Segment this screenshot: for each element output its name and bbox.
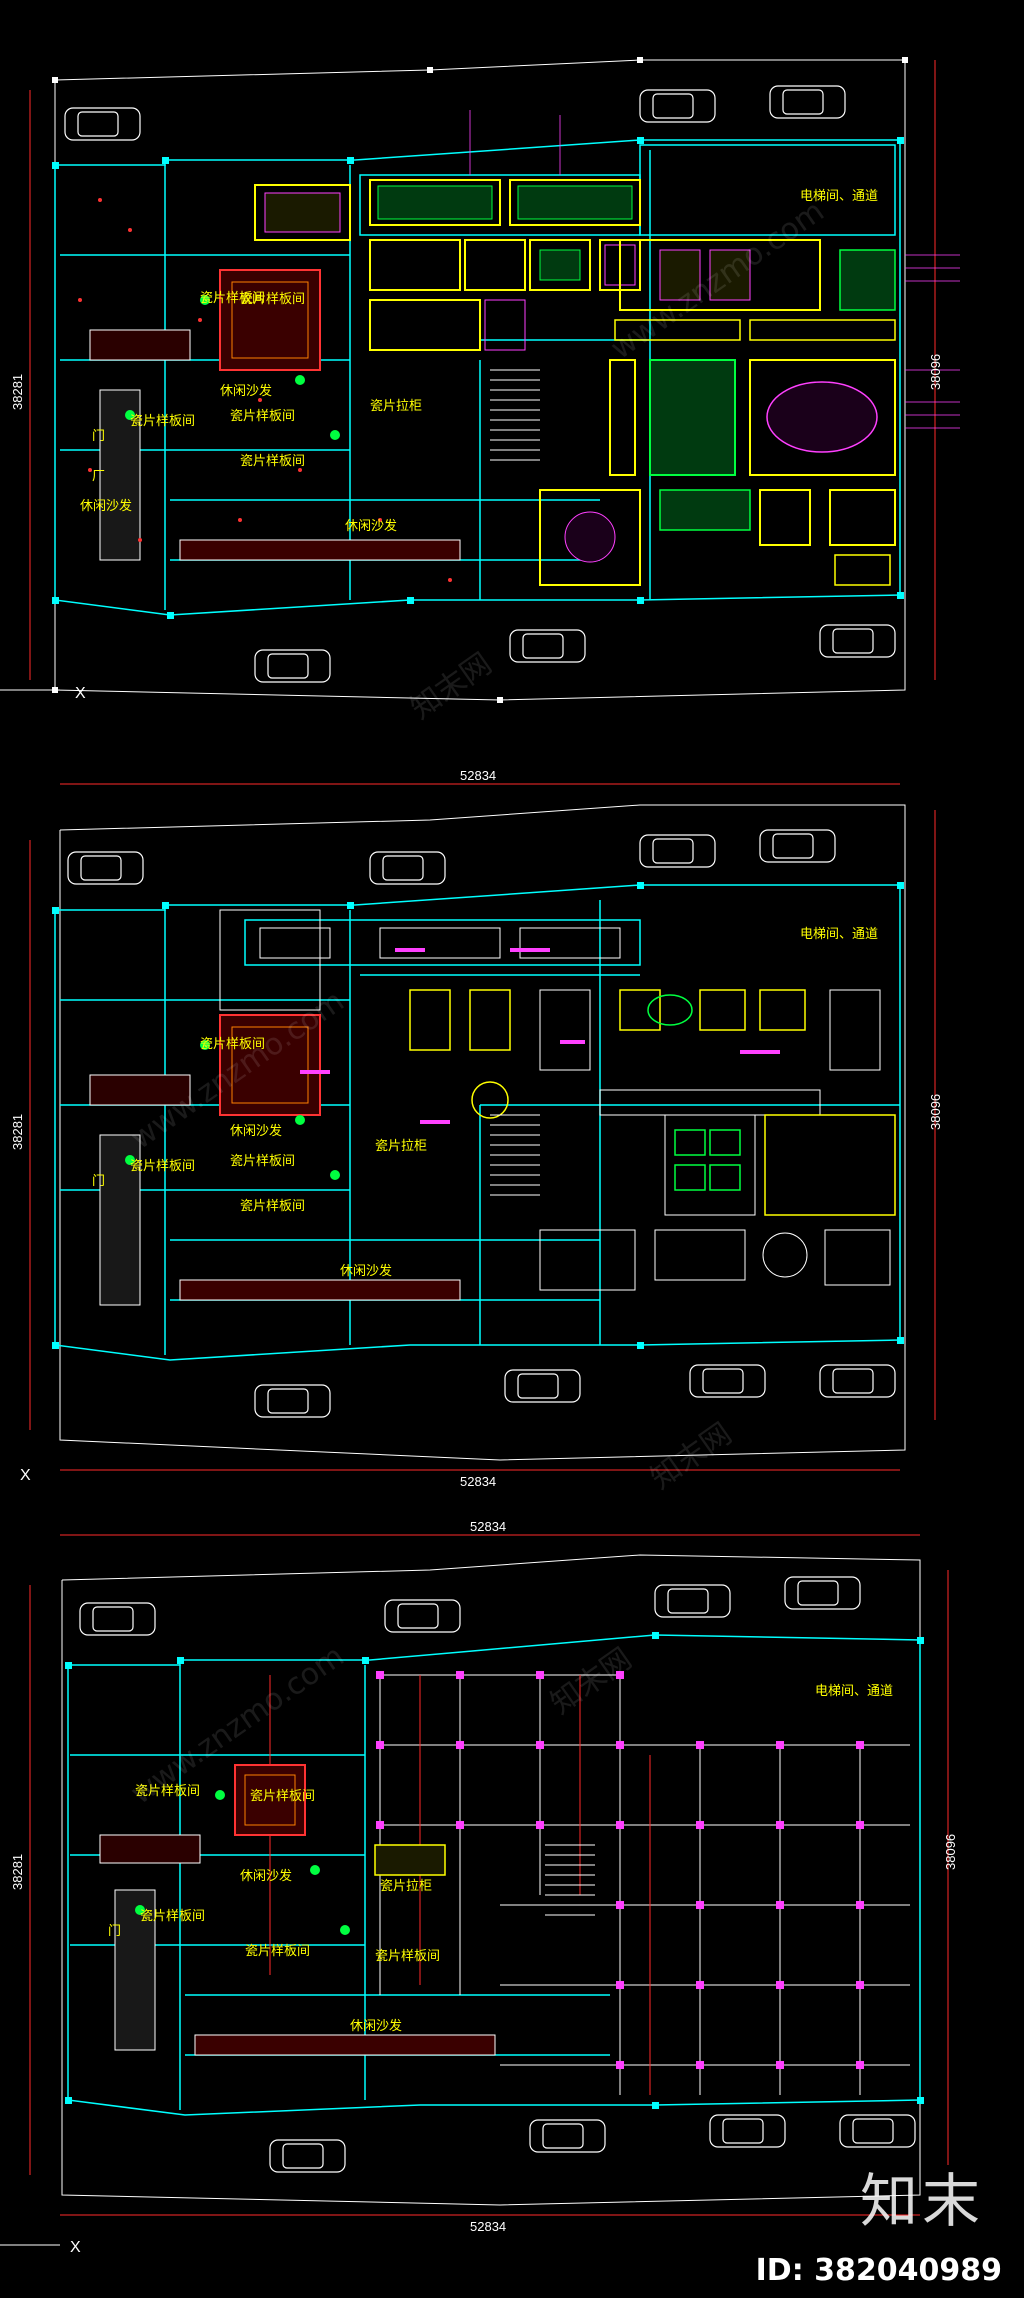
label-tile-sample-4: 瓷片样板间 bbox=[240, 1199, 305, 1214]
label-tile-sample-1: 瓷片样板间 bbox=[135, 1784, 200, 1799]
stair bbox=[545, 1844, 595, 1916]
sheet-ceiling-plan: 电梯间、通道 瓷片样板间 瓷片样板间 瓷片样板间 瓷片样板间 瓷片样板间 休闲沙… bbox=[0, 0, 1024, 760]
furniture bbox=[89, 909, 896, 1306]
label-leisure-sofa-1: 休闲沙发 bbox=[240, 1868, 292, 1884]
marker-dots bbox=[78, 198, 452, 582]
stair bbox=[490, 1114, 540, 1196]
width-dim-top: 52834 bbox=[470, 1519, 506, 1534]
label-tile-sample-2: 瓷片样板间 bbox=[130, 1159, 195, 1174]
height-dim-left: 38281 bbox=[10, 1114, 25, 1150]
height-dim-left: 38281 bbox=[10, 374, 25, 410]
height-dim-left: 38281 bbox=[10, 1854, 25, 1890]
watermark-site-cn: 知末网 bbox=[545, 1641, 639, 1721]
axis-x-label: X bbox=[75, 685, 86, 702]
plant-symbols bbox=[125, 1040, 340, 1180]
label-shop-1: 门 bbox=[92, 429, 105, 444]
ceiling-plan-drawing: 电梯间、通道 瓷片样板间 瓷片样板间 瓷片样板间 瓷片样板间 瓷片样板间 休闲沙… bbox=[0, 57, 960, 727]
sheet-furniture-plan: 52834 bbox=[0, 770, 1024, 1530]
label-leisure-sofa-2: 休闲沙发 bbox=[80, 498, 132, 514]
column-markers bbox=[65, 1632, 924, 2109]
label-tile-cabinet: 瓷片拉柜 bbox=[380, 1879, 432, 1894]
label-leisure-sofa-1: 休闲沙发 bbox=[230, 1123, 282, 1139]
height-dim-right: 38096 bbox=[928, 354, 943, 390]
parking-cars bbox=[67, 829, 896, 1418]
furniture bbox=[99, 1764, 496, 2056]
column-marks bbox=[376, 1671, 864, 2069]
parking-cars bbox=[79, 1576, 916, 2173]
label-leisure-sofa-1: 休闲沙发 bbox=[220, 383, 272, 399]
label-tile-sample-2: 瓷片样板间 bbox=[250, 1789, 315, 1804]
column-markers bbox=[52, 882, 904, 1349]
label-shop-1: 门 bbox=[92, 1174, 105, 1189]
wall-plan-drawing: 52834 bbox=[0, 1519, 958, 2256]
annotation-leaders bbox=[469, 110, 960, 429]
width-dim-bottom: 52834 bbox=[470, 2219, 506, 2234]
label-tile-sample-3: 瓷片样板间 bbox=[230, 1154, 295, 1169]
label-elevator: 电梯间、通道 bbox=[815, 1684, 893, 1699]
label-tile-sample-3: 瓷片样板间 bbox=[130, 414, 195, 429]
stair bbox=[490, 369, 540, 461]
label-tile-sample-1: 瓷片样板间 bbox=[200, 291, 265, 306]
axis-x-label: X bbox=[70, 2239, 81, 2256]
label-leisure-sofa-2: 休闲沙发 bbox=[340, 1263, 392, 1279]
structural-grid bbox=[379, 1674, 910, 2095]
furniture-plan-drawing: 52834 bbox=[10, 770, 943, 1497]
label-tile-sample-4: 瓷片样板间 bbox=[245, 1944, 310, 1959]
width-dim-top: 52834 bbox=[460, 770, 496, 783]
watermark-id: ID: 382040989 bbox=[755, 2253, 1002, 2288]
label-shop-1: 门 bbox=[108, 1924, 121, 1939]
width-dim-bottom: 52834 bbox=[460, 1474, 496, 1489]
plant-symbols bbox=[135, 1790, 350, 1935]
label-tile-sample-5: 瓷片样板间 bbox=[240, 454, 305, 469]
label-room-1: 厂 bbox=[92, 469, 105, 484]
label-tile-sample-3: 瓷片样板间 bbox=[140, 1909, 205, 1924]
parking-cars bbox=[64, 85, 896, 683]
label-elevator: 电梯间、通道 bbox=[800, 927, 878, 942]
ceiling-panels bbox=[89, 179, 896, 586]
axis-x-label: X bbox=[20, 1467, 31, 1484]
label-leisure-sofa-3: 休闲沙发 bbox=[345, 518, 397, 534]
label-leisure-sofa-2: 休闲沙发 bbox=[350, 2018, 402, 2034]
label-elevator: 电梯间、通道 bbox=[800, 189, 878, 204]
column-markers bbox=[52, 137, 904, 619]
label-tile-sample-2: 瓷片样板间 bbox=[240, 292, 305, 307]
label-tile-sample-1: 瓷片样板间 bbox=[200, 1037, 265, 1052]
height-dim-right: 38096 bbox=[928, 1094, 943, 1130]
plant-symbols bbox=[125, 295, 340, 440]
label-tile-sample-4: 瓷片样板间 bbox=[230, 409, 295, 424]
watermark-site-cn: 知末网 bbox=[405, 646, 499, 726]
label-tile-cabinet: 瓷片拉柜 bbox=[375, 1139, 427, 1154]
watermark-brand-logo: 知末 bbox=[859, 2167, 984, 2235]
label-tile-sample-5: 瓷片样板间 bbox=[375, 1949, 440, 1964]
height-dim-right: 38096 bbox=[943, 1834, 958, 1870]
sheet-wall-plan: 52834 bbox=[0, 1515, 1024, 2298]
label-tile-cabinet: 瓷片拉柜 bbox=[370, 399, 422, 414]
annotation-bars bbox=[300, 948, 780, 1124]
